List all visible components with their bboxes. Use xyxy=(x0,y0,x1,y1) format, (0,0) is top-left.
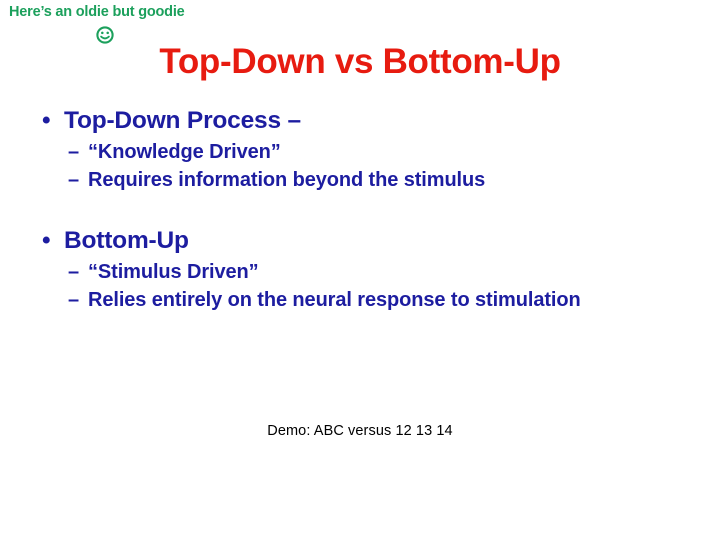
section-spacer xyxy=(0,194,720,224)
sub-bullet-text: “Stimulus Driven” xyxy=(88,261,259,283)
sub-bullet-text: Requires information beyond the stimulus xyxy=(88,169,486,191)
page-title: Top-Down vs Bottom-Up xyxy=(159,42,561,81)
sub-bullet-marker: – xyxy=(68,289,80,311)
bullet-marker: • xyxy=(42,227,51,254)
sub-bullet-text: “Knowledge Driven” xyxy=(88,141,281,163)
bullet-text: Bottom-Up xyxy=(64,227,189,254)
sub-bullet-item-stimulus-driven: – “Stimulus Driven” xyxy=(0,258,720,286)
bullet-item-top-down-process: • Top-Down Process – xyxy=(0,104,720,138)
sub-bullet-item-relies-entirely: – Relies entirely on the neural response… xyxy=(0,286,720,314)
bullet-marker: • xyxy=(42,107,51,134)
smiley-face-icon xyxy=(96,26,114,44)
bullet-text: Top-Down Process – xyxy=(64,107,301,134)
sub-bullet-item-requires-information: – Requires information beyond the stimul… xyxy=(0,166,720,194)
sub-bullet-text: Relies entirely on the neural response t… xyxy=(88,289,581,311)
handwritten-annotation: Here’s an oldie but goodie xyxy=(9,4,185,20)
sub-bullet-marker: – xyxy=(68,261,80,283)
bullet-item-bottom-up: • Bottom-Up xyxy=(0,224,720,258)
sub-bullet-marker: – xyxy=(68,169,80,191)
sub-bullet-marker: – xyxy=(68,141,80,163)
slide-body: • Top-Down Process – – “Knowledge Driven… xyxy=(0,104,720,314)
demo-note: Demo: ABC versus 12 13 14 xyxy=(267,423,453,439)
sub-bullet-item-knowledge-driven: – “Knowledge Driven” xyxy=(0,138,720,166)
